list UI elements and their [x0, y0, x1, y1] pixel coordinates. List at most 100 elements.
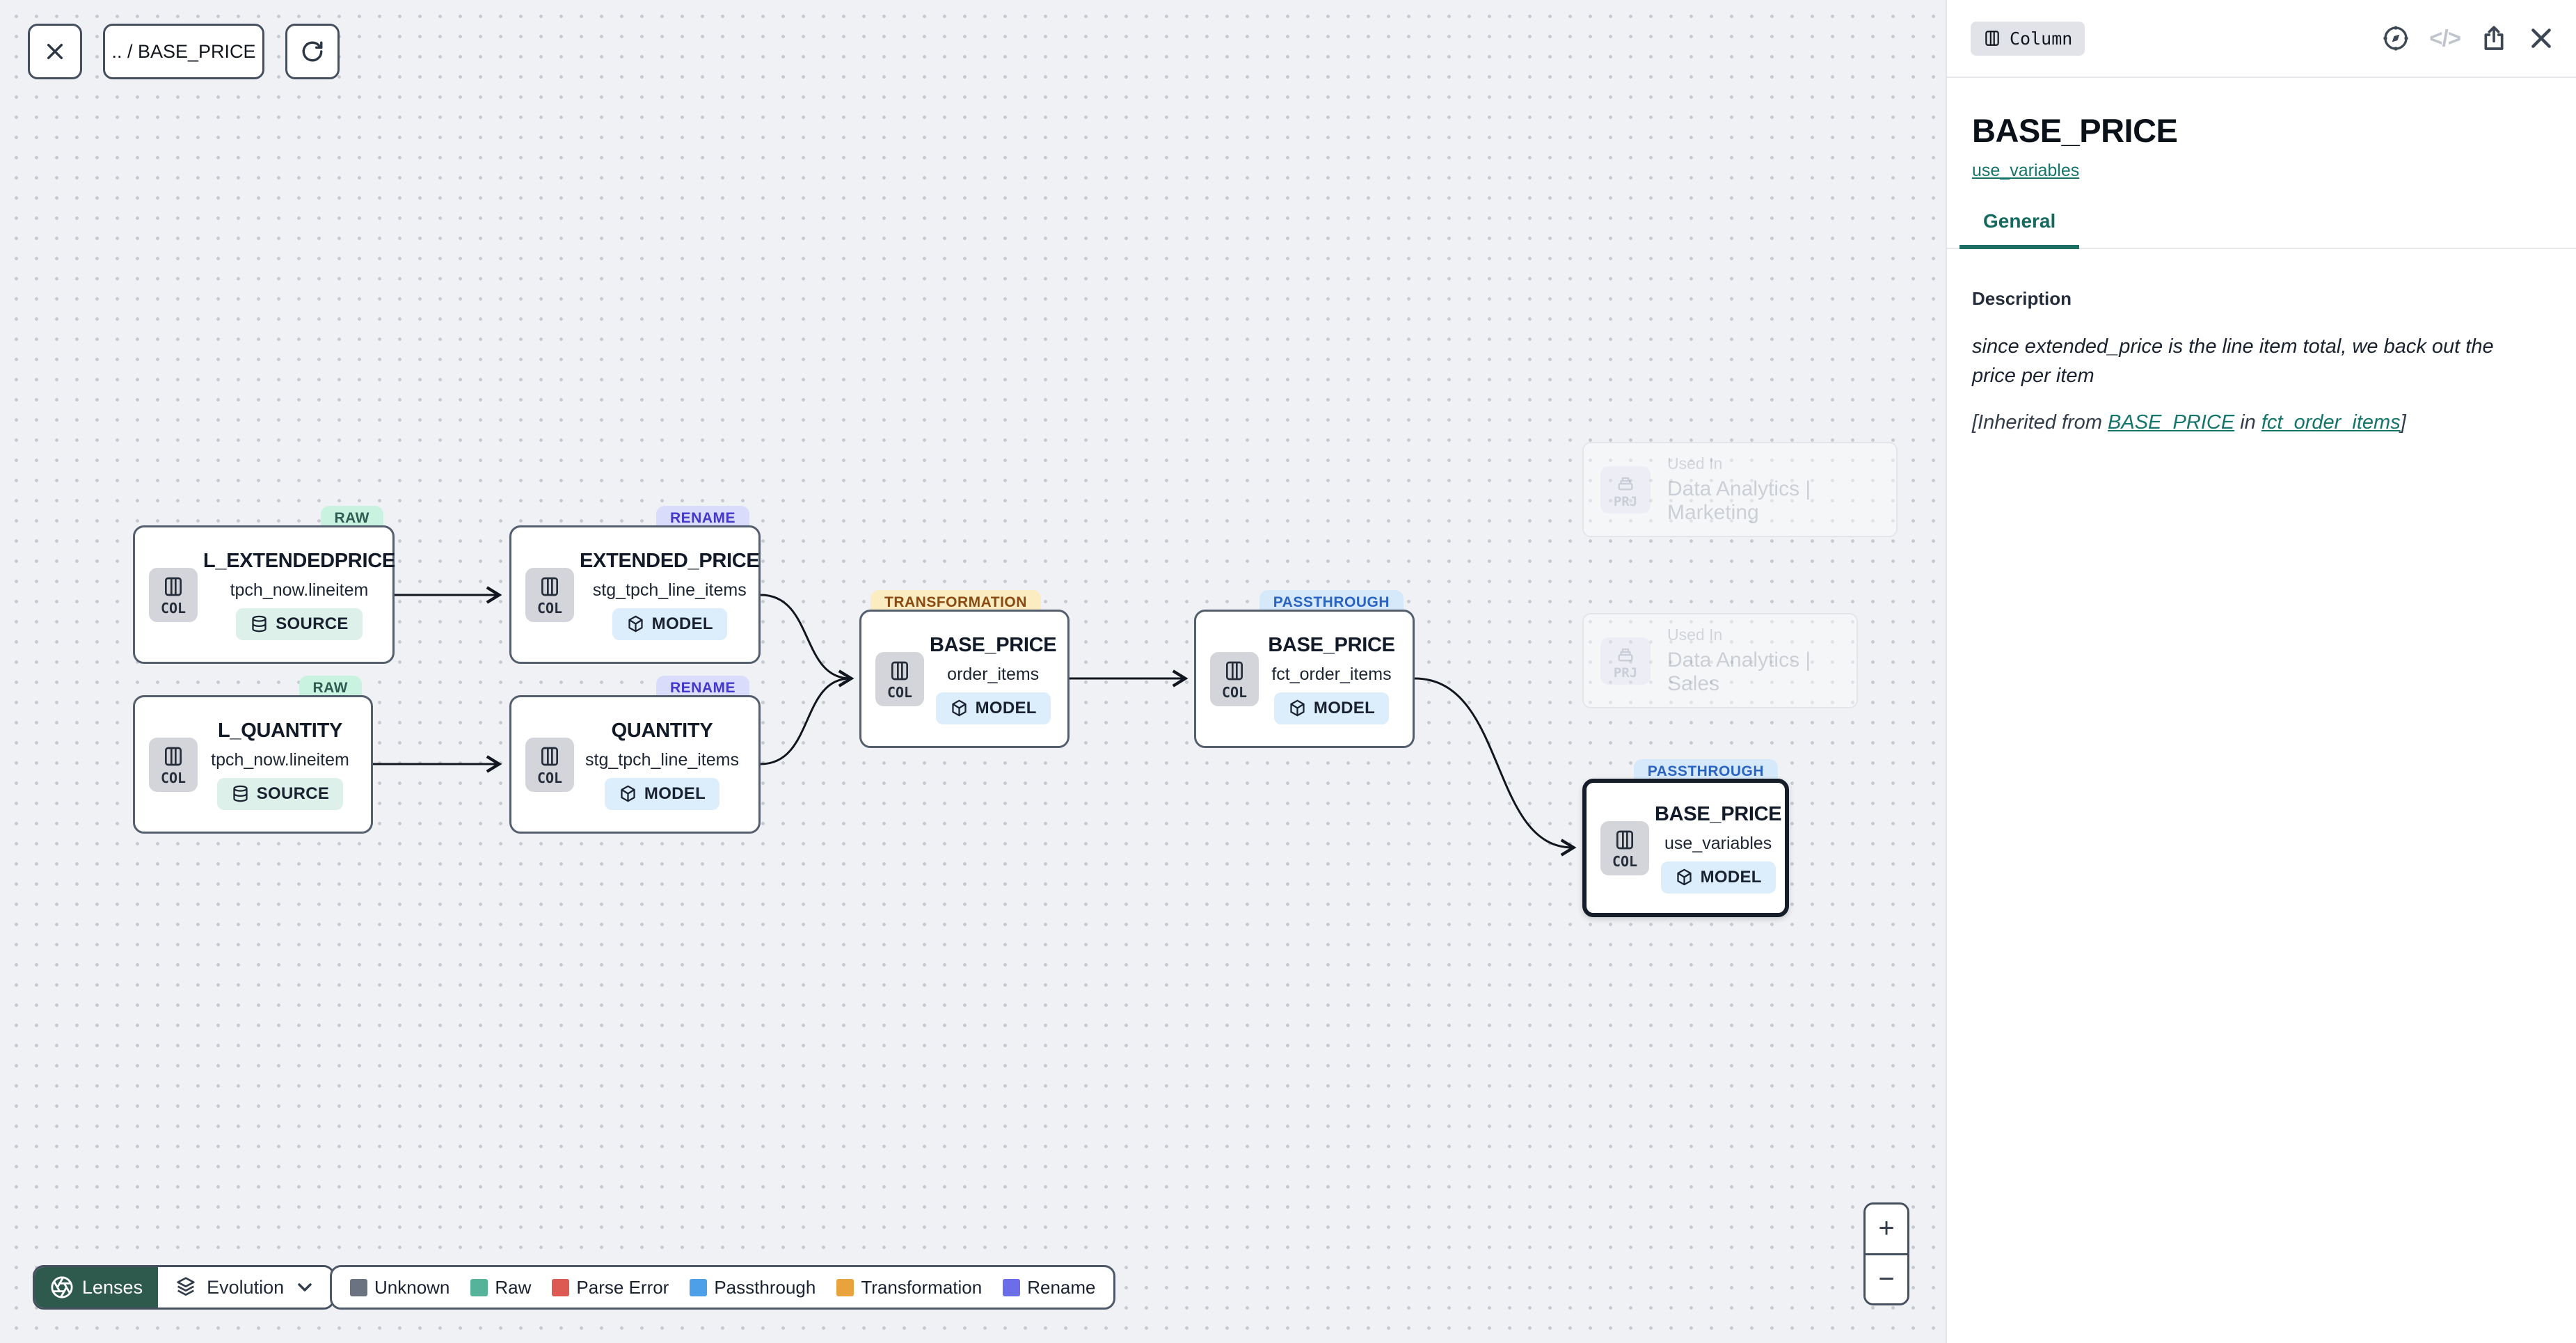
- columns-icon: [891, 661, 908, 680]
- node-card[interactable]: COL L_EXTENDEDPRICE tpch_now.lineitem SO…: [133, 525, 395, 664]
- source-pill: SOURCE: [216, 777, 344, 810]
- column-kind-badge: COL: [875, 651, 924, 706]
- node-card[interactable]: COL BASE_PRICE fct_order_items MODEL: [1194, 610, 1415, 748]
- columns-icon: [1226, 661, 1243, 680]
- node-subtitle: use_variables: [1664, 833, 1772, 853]
- kind-label: COL: [160, 599, 186, 617]
- node-card[interactable]: COL QUANTITY stg_tpch_line_items MODEL: [509, 695, 761, 834]
- node-main: L_QUANTITY tpch_now.lineitem SOURCE: [198, 720, 357, 810]
- used-in-project: Data Analytics | Sales: [1667, 649, 1811, 695]
- node-title: QUANTITY: [611, 719, 713, 742]
- columns-icon: [541, 577, 559, 596]
- kind-label: COL: [536, 599, 563, 617]
- lenses-label: Lenses: [82, 1276, 143, 1298]
- lineage-node-l-quantity: RAW COL L_QUANTITY tpch_now.lineitem SOU…: [133, 676, 373, 834]
- lenses-button[interactable]: Lenses: [35, 1267, 159, 1308]
- cube-icon: [628, 615, 643, 633]
- node-subtitle: order_items: [947, 664, 1040, 684]
- layers-icon: [177, 1277, 195, 1296]
- zoom-out-button[interactable]: −: [1866, 1255, 1907, 1303]
- zoom-in-button[interactable]: +: [1866, 1205, 1907, 1255]
- column-kind-badge: COL: [525, 737, 574, 792]
- legend-label: Rename: [1027, 1276, 1096, 1298]
- node-main: QUANTITY stg_tpch_line_items MODEL: [574, 720, 745, 810]
- close-panel-button[interactable]: [2527, 24, 2555, 52]
- share-button[interactable]: [2480, 24, 2508, 52]
- model-pill: MODEL: [1273, 692, 1390, 724]
- columns-icon: [1985, 31, 1999, 46]
- node-title: BASE_PRICE: [1268, 633, 1395, 656]
- description-body: since extended_price is the line item to…: [1972, 335, 2494, 388]
- used-in-project: Data Analytics | Marketing: [1667, 477, 1811, 524]
- chevron-down-icon: [298, 1283, 312, 1292]
- legend-swatch: [470, 1278, 488, 1296]
- node-card-selected[interactable]: COL BASE_PRICE use_variables MODEL: [1582, 779, 1789, 917]
- node-subtitle: tpch_now.lineitem: [211, 749, 349, 770]
- lens-select-dropdown[interactable]: Evolution: [158, 1267, 333, 1308]
- used-in-texts: Used In Data Analytics | Sales: [1667, 626, 1840, 696]
- model-pill: MODEL: [935, 692, 1051, 724]
- legend-item-unknown: Unknown: [350, 1277, 450, 1298]
- lineage-node-base-price-order-items: TRANSFORMATION COL BASE_PRICE order_item…: [859, 590, 1070, 748]
- node-main: BASE_PRICE use_variables MODEL: [1649, 802, 1782, 893]
- legend-item-raw: Raw: [470, 1277, 531, 1298]
- kind-label: COL: [1612, 852, 1638, 870]
- focus-compass-button[interactable]: [2382, 24, 2410, 52]
- close-icon: [2527, 24, 2555, 52]
- legend-label: Passthrough: [714, 1276, 816, 1298]
- legend-label: Parse Error: [576, 1276, 669, 1298]
- selected-lens-label: Evolution: [207, 1276, 285, 1298]
- kind-label: COL: [160, 769, 186, 786]
- breadcrumb[interactable]: .. / BASE_PRICE: [103, 24, 264, 79]
- node-title: L_QUANTITY: [217, 719, 343, 742]
- used-in-label: Used In: [1667, 454, 1723, 472]
- node-subtitle: stg_tpch_line_items: [592, 580, 747, 600]
- source-pill: SOURCE: [236, 607, 363, 640]
- columns-icon: [164, 577, 182, 596]
- legend-swatch: [836, 1278, 854, 1296]
- legend-label: Unknown: [374, 1276, 450, 1298]
- pill-label: MODEL: [651, 614, 713, 633]
- inherited-column-link[interactable]: BASE_PRICE: [2108, 411, 2235, 434]
- columns-icon: [541, 747, 559, 765]
- legend-item-rename: Rename: [1003, 1277, 1095, 1298]
- pill-label: MODEL: [644, 784, 706, 803]
- inherited-model-link[interactable]: fct_order_items: [2261, 411, 2401, 434]
- compass-icon: [2383, 24, 2410, 52]
- lineage-node-base-price-fct-order-items: PASSTHROUGH COL BASE_PRICE fct_order_ite…: [1194, 590, 1415, 748]
- kind-label: PRJ: [1613, 493, 1638, 509]
- node-main: EXTENDED_PRICE stg_tpch_line_items MODEL: [574, 550, 760, 640]
- tab-general[interactable]: General: [1959, 210, 2080, 249]
- lineage-node-extended-price: RENAME COL EXTENDED_PRICE stg_tpch_line_…: [509, 506, 761, 664]
- column-kind-badge: COL: [149, 567, 198, 622]
- breadcrumb-label: .. / BASE_PRICE: [111, 40, 256, 62]
- node-card[interactable]: COL BASE_PRICE order_items MODEL: [859, 610, 1070, 748]
- model-link[interactable]: use_variables: [1972, 161, 2080, 180]
- close-graph-button[interactable]: [28, 24, 82, 79]
- refresh-button[interactable]: [285, 24, 340, 79]
- share-icon: [2484, 26, 2504, 50]
- node-main: BASE_PRICE order_items MODEL: [924, 634, 1057, 724]
- description-inherited: [Inherited from BASE_PRICE in fct_order_…: [1972, 411, 2551, 434]
- inherited-middle: in: [2234, 411, 2261, 434]
- node-card[interactable]: COL EXTENDED_PRICE stg_tpch_line_items M…: [509, 525, 761, 664]
- inherited-suffix: ]: [2400, 411, 2406, 434]
- legend-label: Transformation: [861, 1276, 983, 1298]
- pill-label: MODEL: [1313, 698, 1376, 717]
- used-in-card[interactable]: PRJ Used In Data Analytics | Marketing: [1582, 442, 1898, 537]
- node-title: BASE_PRICE: [1655, 802, 1782, 825]
- node-main: BASE_PRICE fct_order_items MODEL: [1259, 634, 1399, 724]
- kind-label: COL: [1221, 683, 1248, 701]
- pill-label: SOURCE: [276, 614, 349, 633]
- lineage-node-base-price-use-variables: PASSTHROUGH COL BASE_PRICE use_variables…: [1582, 759, 1789, 917]
- lineage-canvas[interactable]: .. / BASE_PRICE RAW COL L_EXTENDEDPRICE …: [0, 0, 1946, 1343]
- pill-label: MODEL: [1700, 867, 1762, 887]
- project-stack-icon: [1618, 648, 1633, 661]
- legend-swatch: [690, 1278, 708, 1296]
- node-card[interactable]: COL L_QUANTITY tpch_now.lineitem SOURCE: [133, 695, 373, 834]
- inherited-prefix: [Inherited from: [1972, 411, 2108, 434]
- database-icon: [233, 785, 248, 802]
- view-code-button[interactable]: </>: [2429, 25, 2461, 51]
- used-in-card[interactable]: PRJ Used In Data Analytics | Sales: [1582, 613, 1858, 708]
- panel-tabs: General: [1947, 210, 2576, 249]
